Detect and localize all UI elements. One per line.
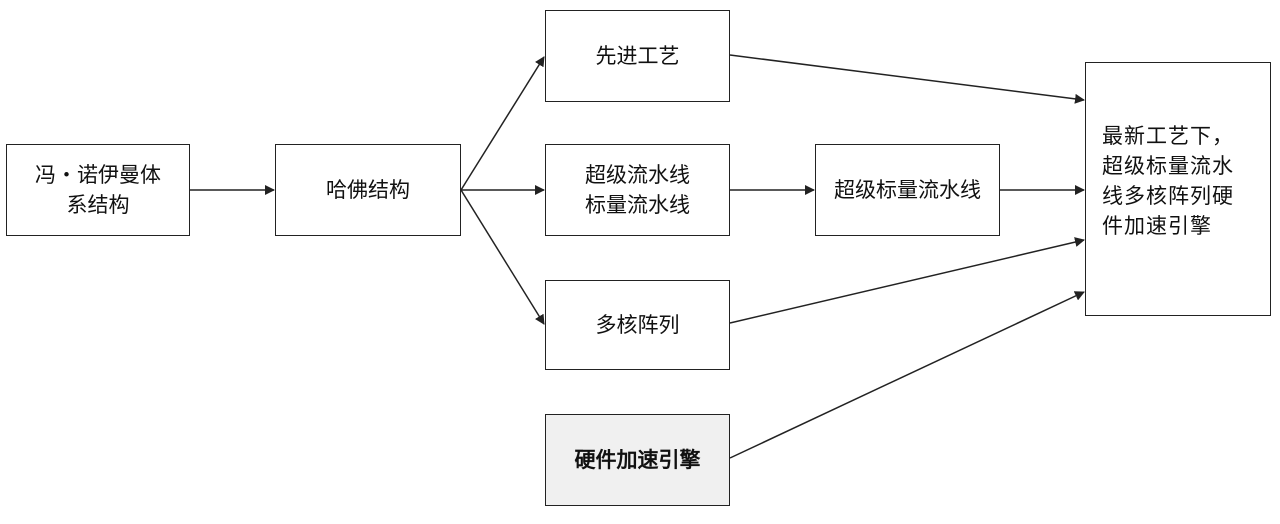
- arrow-hwaccel-to-final: [729, 291, 1085, 459]
- harvard-node: 哈佛结构: [275, 144, 461, 236]
- hardware-accel-node: 硬件加速引擎: [545, 414, 730, 506]
- arrow-harvard-to-process: [460, 56, 545, 191]
- final-architecture-node: 最新工艺下， 超级标量流水 线多核阵列硬 件加速引擎: [1085, 62, 1271, 316]
- von-neumann-node: 冯・诺伊曼体 系结构: [6, 144, 190, 236]
- arrow-process-to-final: [729, 54, 1085, 104]
- advanced-process-node: 先进工艺: [545, 10, 730, 102]
- superpipeline-node: 超级流水线 标量流水线: [545, 144, 730, 236]
- arrow-harvard-to-multicore: [460, 189, 545, 325]
- multicore-node: 多核阵列: [545, 280, 730, 370]
- superscalar-node: 超级标量流水线: [815, 144, 1000, 236]
- arrow-multicore-to-final: [729, 237, 1085, 324]
